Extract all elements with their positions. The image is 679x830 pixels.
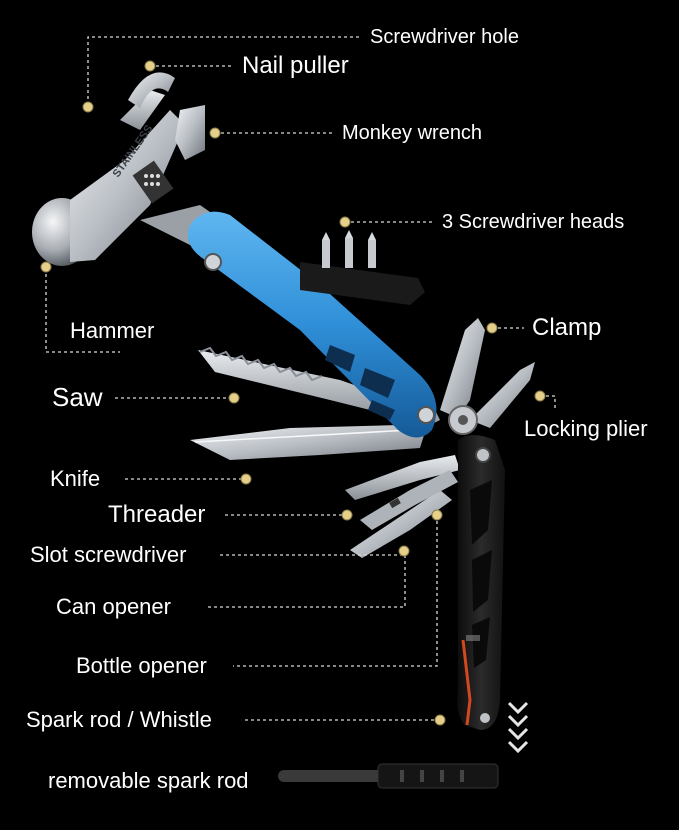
saw-blade xyxy=(198,346,420,420)
hammer-head xyxy=(32,90,185,266)
removable-spark-rod xyxy=(278,763,499,789)
marker-dot-threader xyxy=(341,509,353,521)
marker-dot-locking-plier xyxy=(534,390,546,402)
label-nail-puller: Nail puller xyxy=(242,52,349,79)
nail-puller xyxy=(128,72,175,108)
label-locking-plier: Locking plier xyxy=(524,416,648,441)
marker-dot-clamp xyxy=(486,322,498,334)
can-opener-blade xyxy=(360,470,458,530)
screwdriver-bits-holder xyxy=(300,230,425,305)
label-screwdriver-heads: 3 Screwdriver heads xyxy=(442,211,625,233)
label-bottle-opener: Bottle opener xyxy=(76,653,207,678)
marker-dot-spark-rod xyxy=(434,714,446,726)
marker-dot-hammer xyxy=(40,261,52,273)
label-knife: Knife xyxy=(50,466,101,491)
marker-dot-knife xyxy=(240,473,252,485)
label-monkey-wrench: Monkey wrench xyxy=(342,122,483,144)
marker-dot-screwdriver-heads xyxy=(339,216,351,228)
marker-dot-can-opener xyxy=(398,545,410,557)
marker-dots xyxy=(40,60,546,726)
monkey-wrench-jaw xyxy=(132,105,205,204)
label-slot-screwdriver: Slot screwdriver xyxy=(30,542,187,567)
marker-dot-saw xyxy=(228,392,240,404)
label-removable-spark-rod: removable spark rod xyxy=(48,768,249,793)
label-spark-rod-whistle: Spark rod / Whistle xyxy=(26,707,212,732)
marker-dot-screwdriver-hole xyxy=(82,101,94,113)
plier-jaws xyxy=(440,318,535,435)
slot-screwdriver-blade xyxy=(350,490,452,558)
blue-handle xyxy=(187,211,437,438)
chevron-down-icon xyxy=(507,701,529,754)
marker-dot-bottle-opener xyxy=(431,509,443,521)
label-saw: Saw xyxy=(52,382,103,412)
label-screwdriver-hole: Screwdriver hole xyxy=(370,26,519,48)
black-handle xyxy=(457,435,505,730)
leader-lines xyxy=(45,36,556,721)
label-can-opener: Can opener xyxy=(56,594,171,619)
threader-blade xyxy=(345,455,460,500)
knife-blade xyxy=(190,425,425,460)
marker-dot-nail-puller xyxy=(144,60,156,72)
label-threader: Threader xyxy=(108,501,206,528)
label-clamp: Clamp xyxy=(532,314,602,341)
label-hammer: Hammer xyxy=(70,318,155,343)
marker-dot-monkey-wrench xyxy=(209,127,221,139)
